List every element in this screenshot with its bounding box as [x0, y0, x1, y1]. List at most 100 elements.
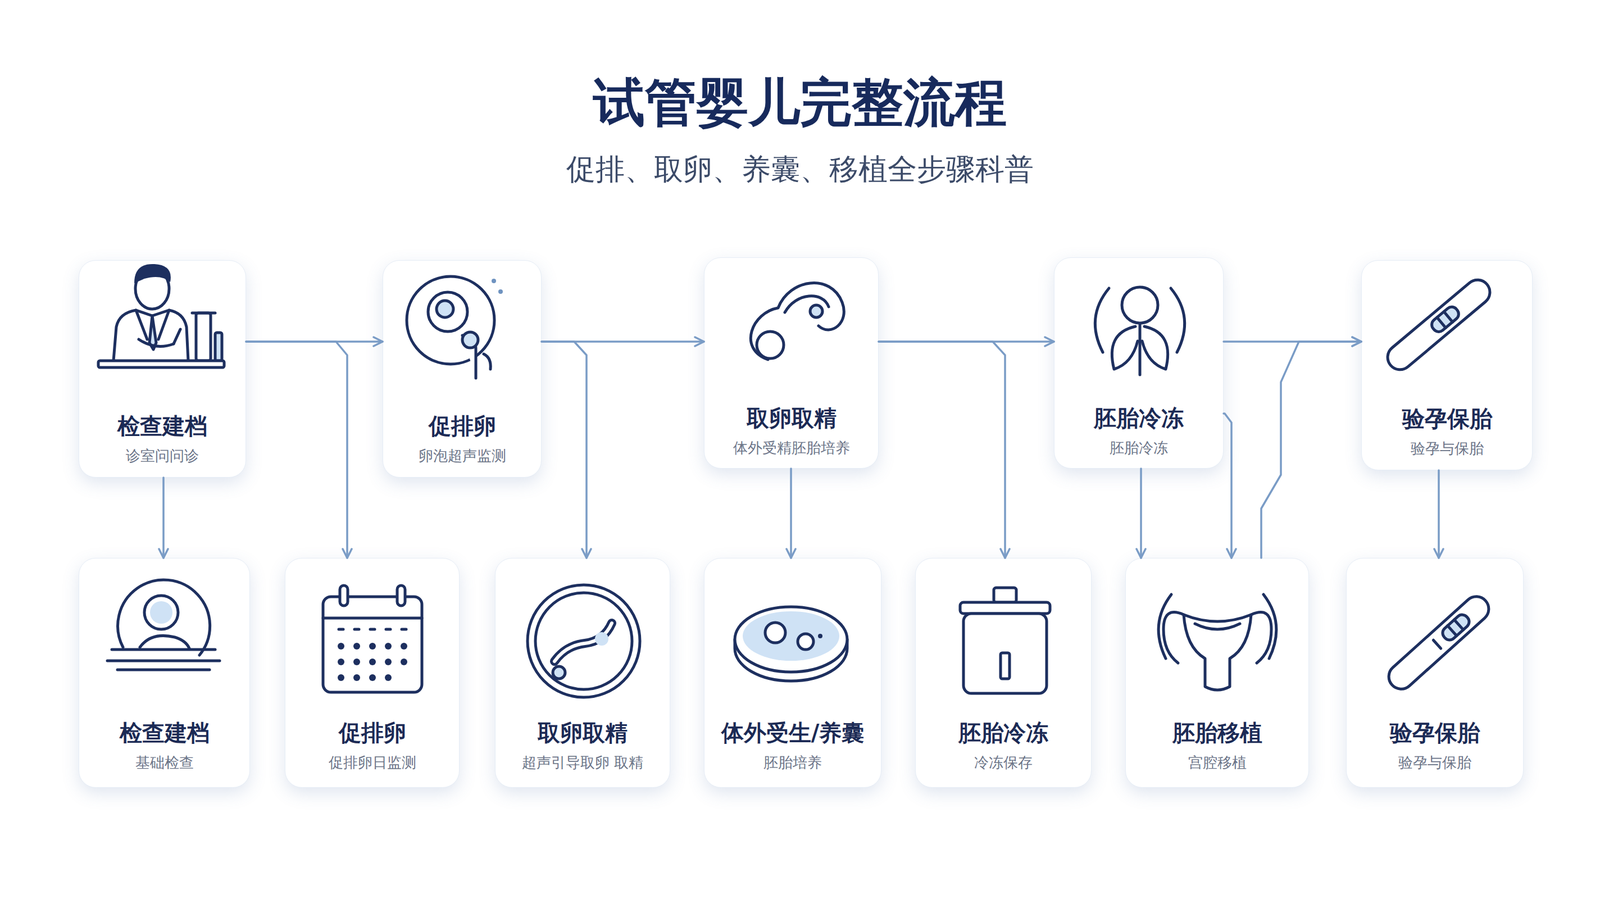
freezer-icon-part: [963, 613, 1047, 694]
flow-arrow: [1223, 413, 1232, 558]
scan-icon-part: [117, 668, 210, 672]
test-strip-icon-part: [1433, 639, 1441, 649]
step-subtitle: 促排卵日监测: [328, 753, 417, 772]
flow-arrow: [1437, 470, 1440, 558]
process-box: 胚胎移植宫腔移植: [1125, 557, 1309, 788]
calendar-icon-part: [400, 642, 408, 650]
doctor-icon-part: [138, 339, 174, 347]
scan-icon-part: [107, 659, 220, 663]
embryo-icon-part: [1138, 324, 1142, 375]
follicle-icon-part: [462, 332, 479, 348]
calendar-icon-part: [397, 585, 406, 606]
flow-arrow: [541, 340, 704, 343]
step-title: 胚胎冷冻: [958, 719, 1049, 747]
doctor-icon-part: [149, 315, 157, 350]
scan-icon-part: [144, 595, 179, 630]
process-box: 促排卵卵泡超声监测: [382, 260, 542, 478]
retrieval-icon-part: [594, 632, 609, 646]
ovary-icon-part: [750, 283, 844, 360]
step-subtitle: 验孕与保胎: [1398, 753, 1472, 772]
follicle-icon-part: [462, 334, 476, 379]
calendar-icon-part: [337, 674, 345, 681]
uterus-icon-part: [1263, 594, 1277, 659]
calendar-icon-part: [369, 674, 376, 681]
step-title: 体外受生/养囊: [721, 719, 865, 747]
embryo-icon-part: [1094, 288, 1109, 353]
process-box: 体外受生/养囊胚胎培养: [703, 557, 882, 788]
step-title: 促排卵: [428, 412, 497, 440]
process-box: 检查建档基础检查: [78, 557, 250, 788]
step-title: 促排卵: [338, 719, 407, 747]
step-subtitle: 胚胎培养: [763, 753, 822, 772]
flow-arrow: [878, 340, 1054, 343]
flow-arrow: [878, 341, 1006, 558]
ovary-icon-part: [756, 331, 784, 359]
step-title: 检查建档: [119, 719, 210, 747]
embryo-icon-part: [1170, 288, 1185, 353]
petri-dish-icon-part: [734, 606, 848, 672]
petri-dish-icon-part: [734, 639, 848, 681]
test-strip-icon-part: [1437, 317, 1446, 328]
petri-dish-icon-part: [742, 611, 840, 661]
step-subtitle: 诊室问问诊: [125, 447, 199, 465]
scan-icon-part: [139, 635, 190, 649]
process-box: 验孕保胎验孕与保胎: [1346, 557, 1524, 788]
scan-icon: [107, 579, 220, 670]
doctor-icon-part: [173, 329, 181, 344]
doctor-icon-part: [135, 268, 170, 309]
doctor-icon-part: [134, 264, 171, 284]
test-strip-icon-part: [1454, 619, 1464, 630]
embryo-icon: [1094, 287, 1185, 375]
flow-arrow: [162, 477, 165, 558]
calendar-icon-part: [369, 642, 376, 650]
follicle-icon-part: [428, 292, 468, 332]
retrieval-icon: [527, 584, 640, 698]
doctor-icon-part: [113, 310, 189, 361]
uterus-icon-part: [1183, 614, 1252, 690]
process-box: 验孕保胎验孕与保胎: [1361, 260, 1533, 471]
calendar-icon-part: [384, 674, 392, 681]
doctor-icon-part: [98, 360, 225, 368]
test-strip-icon-part: [1447, 625, 1457, 636]
scan-icon-part: [111, 648, 216, 652]
uterus-icon-part: [1158, 594, 1172, 659]
test-strip-icon: [1383, 591, 1494, 695]
petri-dish-icon-part: [817, 633, 823, 639]
freezer-icon-part: [960, 602, 1050, 614]
retrieval-icon-part: [554, 623, 612, 662]
follicle-icon-part: [436, 300, 454, 318]
test-strip-icon-part: [1439, 612, 1472, 643]
calendar-icon-part: [400, 658, 408, 666]
step-subtitle: 验孕与保胎: [1410, 439, 1484, 458]
calendar-icon-part: [339, 585, 348, 606]
calendar-icon: [323, 585, 422, 693]
retrieval-icon-part: [554, 623, 612, 662]
step-title: 检查建档: [117, 412, 208, 440]
doctor-icon: [98, 264, 225, 368]
process-box: 胚胎冷冻冷冻保存: [915, 557, 1092, 788]
step-title: 取卵取精: [746, 404, 837, 432]
follicle-icon-part: [498, 289, 503, 294]
ovary-icon-part: [784, 296, 829, 313]
embryo-icon-part: [1121, 287, 1158, 324]
step-subtitle: 冷冻保存: [974, 753, 1033, 772]
follicle-icon-part: [483, 353, 491, 370]
step-title: 取卵取精: [537, 719, 628, 747]
step-subtitle: 超声引导取卵 取精: [521, 753, 644, 772]
doctor-icon-part: [192, 311, 216, 315]
flow-arrow: [246, 341, 348, 558]
flow-arrow: [541, 341, 587, 558]
diagram-caption: 促排、取卵、养囊、移植全步骤科普: [0, 151, 1600, 187]
step-title: 胚胎冷冻: [1093, 404, 1184, 432]
test-strip-icon-part: [1429, 304, 1462, 335]
embryo-icon-part: [1111, 326, 1138, 370]
step-subtitle: 宫腔移植: [1188, 753, 1247, 772]
test-strip-icon: [1382, 274, 1495, 375]
retrieval-icon-part: [552, 666, 566, 679]
flow-arrow: [1139, 468, 1143, 558]
petri-dish-icon-part: [797, 633, 814, 650]
process-box: 检查建档诊室问问诊: [78, 260, 247, 478]
step-title: 验孕保胎: [1402, 405, 1493, 433]
retrieval-icon-part: [527, 584, 640, 698]
